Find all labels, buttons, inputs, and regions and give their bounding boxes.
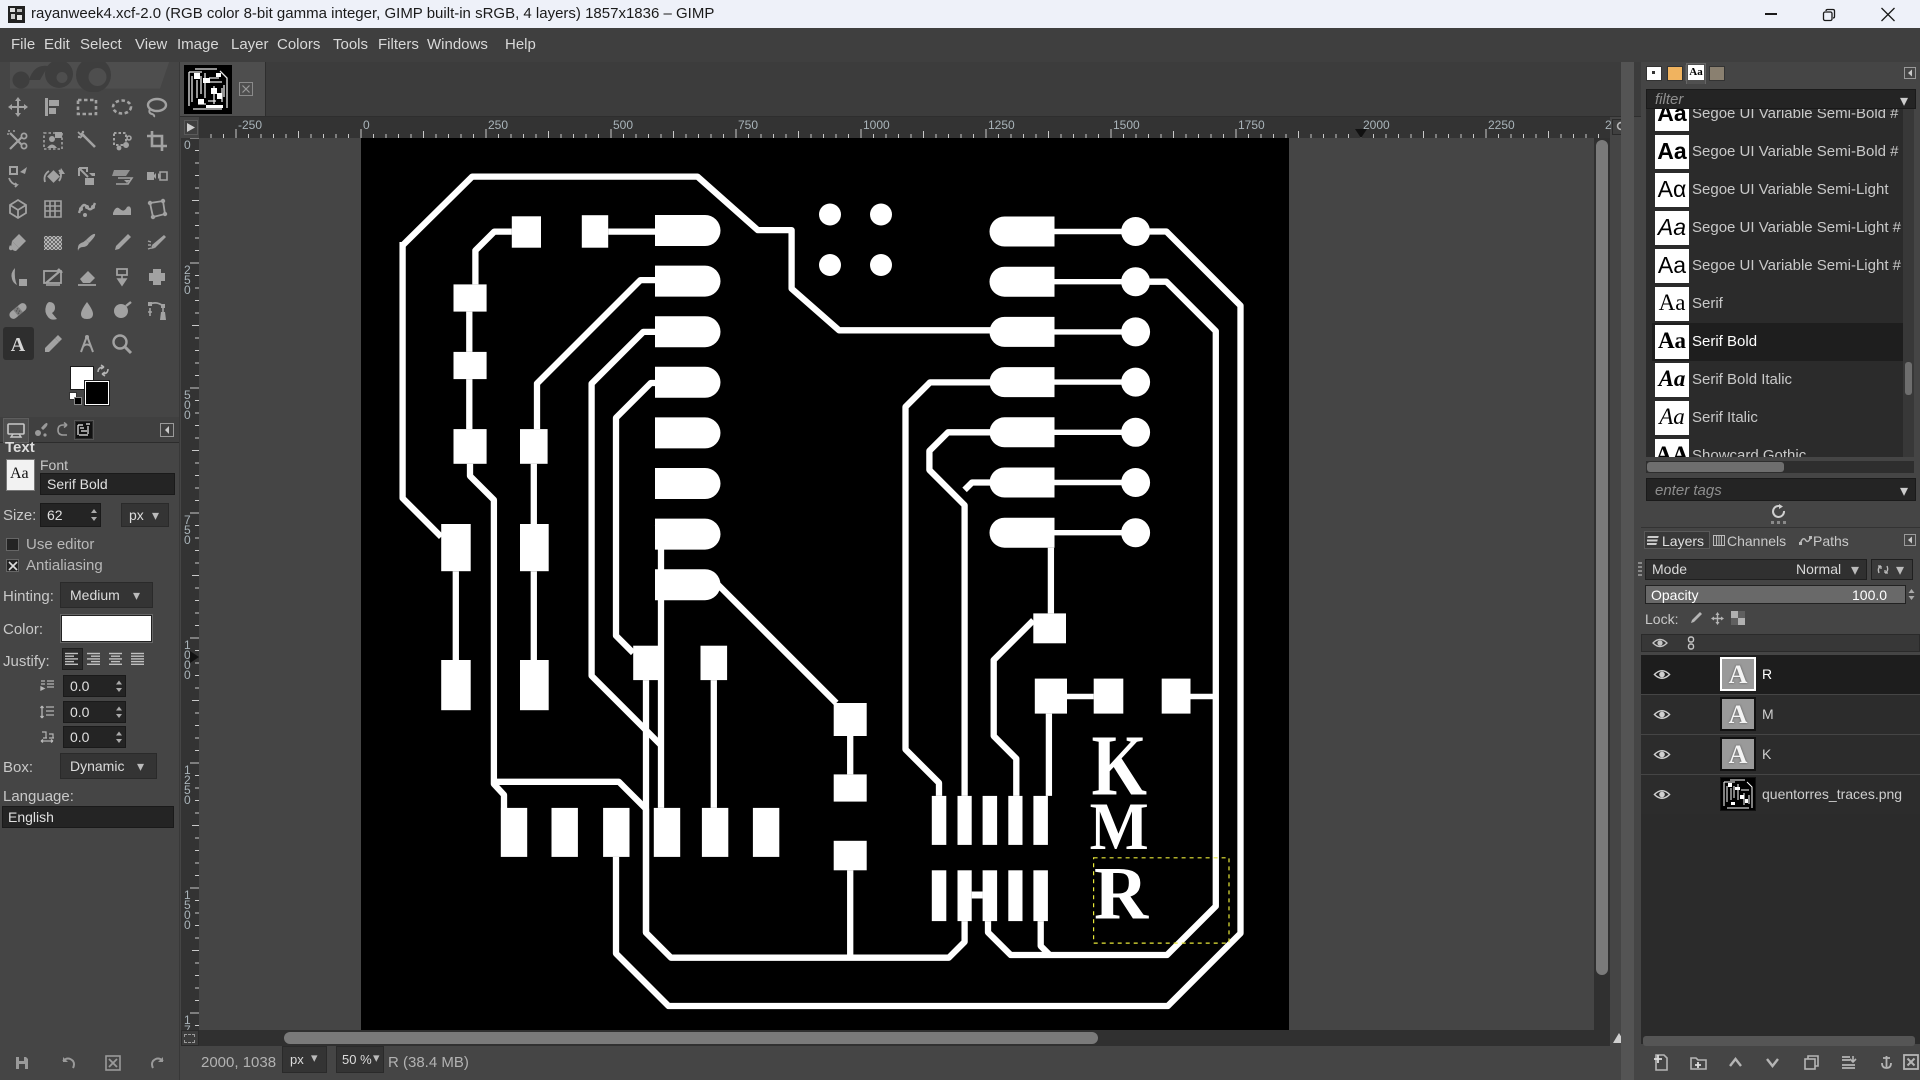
svg-text:A: A: [11, 334, 26, 356]
svg-text:R: R: [1094, 853, 1149, 936]
svg-text:M: M: [1090, 790, 1149, 865]
svg-text:K: K: [1091, 718, 1147, 814]
